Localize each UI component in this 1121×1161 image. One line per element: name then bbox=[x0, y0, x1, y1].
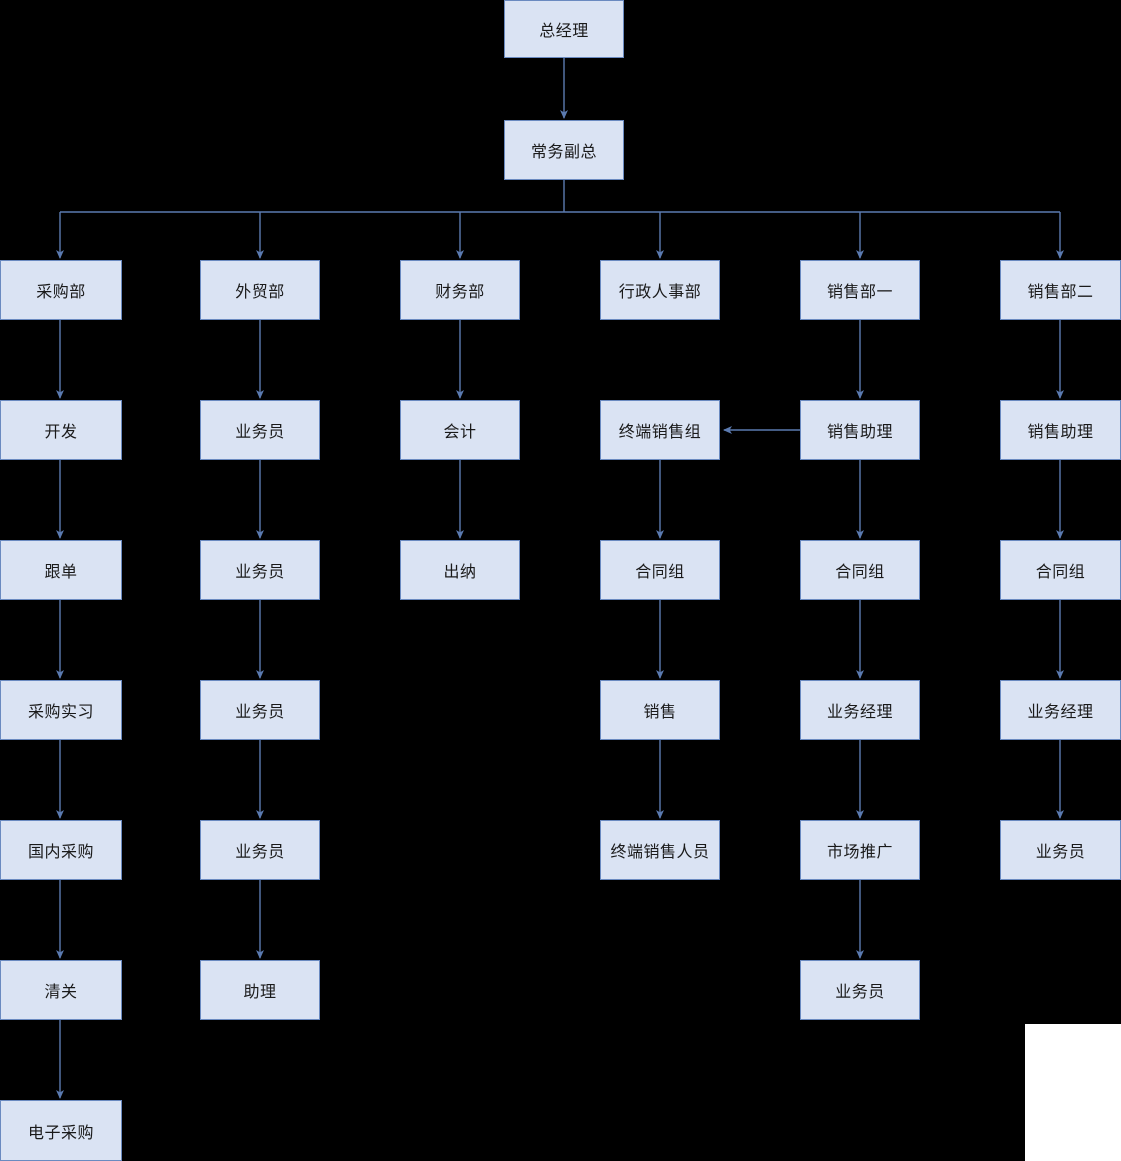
org-node-c5r1[interactable]: 销售部一 bbox=[800, 260, 920, 320]
org-node-label: 合同组 bbox=[835, 564, 885, 581]
org-node-c1r4[interactable]: 采购实习 bbox=[0, 680, 122, 740]
org-node-c2r4[interactable]: 业务员 bbox=[200, 680, 320, 740]
org-node-c1r2[interactable]: 开发 bbox=[0, 400, 122, 460]
org-node-c5r3[interactable]: 合同组 bbox=[800, 540, 920, 600]
org-node-c1r3[interactable]: 跟单 bbox=[0, 540, 122, 600]
org-node-label: 销售 bbox=[643, 704, 677, 721]
org-node-c2r2[interactable]: 业务员 bbox=[200, 400, 320, 460]
org-node-label: 国内采购 bbox=[27, 844, 94, 861]
org-node-label: 销售部二 bbox=[1027, 284, 1094, 301]
org-node-c6r3[interactable]: 合同组 bbox=[1000, 540, 1121, 600]
org-node-c1r5[interactable]: 国内采购 bbox=[0, 820, 122, 880]
org-node-label: 外贸部 bbox=[235, 284, 285, 301]
org-node-n0[interactable]: 总经理 bbox=[504, 0, 624, 58]
org-node-label: 业务员 bbox=[235, 564, 285, 581]
org-node-label: 采购实习 bbox=[27, 704, 94, 721]
org-node-label: 业务员 bbox=[235, 424, 285, 441]
org-node-label: 销售助理 bbox=[1027, 424, 1094, 441]
blank-canvas-area bbox=[1025, 1024, 1121, 1161]
org-node-c4r4[interactable]: 销售 bbox=[600, 680, 720, 740]
org-node-c6r4[interactable]: 业务经理 bbox=[1000, 680, 1121, 740]
org-node-label: 销售助理 bbox=[826, 424, 893, 441]
org-node-c2r3[interactable]: 业务员 bbox=[200, 540, 320, 600]
org-node-label: 出纳 bbox=[443, 564, 477, 581]
org-node-c6r5[interactable]: 业务员 bbox=[1000, 820, 1121, 880]
org-node-label: 合同组 bbox=[1035, 564, 1086, 581]
org-node-c4r5[interactable]: 终端销售人员 bbox=[600, 820, 720, 880]
org-node-label: 电子采购 bbox=[27, 1124, 94, 1142]
org-node-label: 市场推广 bbox=[826, 844, 893, 861]
org-node-c5r6[interactable]: 业务员 bbox=[800, 960, 920, 1020]
org-node-c3r2[interactable]: 会计 bbox=[400, 400, 520, 460]
org-node-c3r3[interactable]: 出纳 bbox=[400, 540, 520, 600]
org-node-label: 业务员 bbox=[1035, 844, 1086, 861]
org-node-label: 业务员 bbox=[235, 704, 285, 721]
org-node-label: 采购部 bbox=[36, 284, 86, 301]
org-node-label: 行政人事部 bbox=[618, 284, 702, 301]
org-node-label: 合同组 bbox=[635, 564, 685, 581]
org-node-c4r2[interactable]: 终端销售组 bbox=[600, 400, 720, 460]
org-node-c3r1[interactable]: 财务部 bbox=[400, 260, 520, 320]
org-node-c5r5[interactable]: 市场推广 bbox=[800, 820, 920, 880]
org-node-label: 会计 bbox=[443, 424, 477, 441]
org-node-label: 终端销售组 bbox=[618, 424, 702, 441]
org-node-c6r2[interactable]: 销售助理 bbox=[1000, 400, 1121, 460]
org-node-c2r6[interactable]: 助理 bbox=[200, 960, 320, 1020]
org-node-c2r5[interactable]: 业务员 bbox=[200, 820, 320, 880]
org-node-c5r4[interactable]: 业务经理 bbox=[800, 680, 920, 740]
org-node-label: 开发 bbox=[44, 424, 78, 441]
org-node-label: 业务经理 bbox=[826, 704, 893, 721]
org-node-c1r1[interactable]: 采购部 bbox=[0, 260, 122, 320]
org-node-c4r1[interactable]: 行政人事部 bbox=[600, 260, 720, 320]
org-node-c5r2[interactable]: 销售助理 bbox=[800, 400, 920, 460]
org-node-label: 业务经理 bbox=[1027, 704, 1094, 721]
org-node-n1[interactable]: 常务副总 bbox=[504, 120, 624, 180]
org-node-c4r3[interactable]: 合同组 bbox=[600, 540, 720, 600]
org-node-label: 助理 bbox=[243, 984, 277, 1001]
org-node-label: 业务员 bbox=[235, 844, 285, 861]
org-node-c1r7[interactable]: 电子采购 bbox=[0, 1100, 122, 1161]
org-node-label: 终端销售人员 bbox=[610, 844, 710, 861]
org-node-label: 总经理 bbox=[539, 23, 589, 40]
org-node-c2r1[interactable]: 外贸部 bbox=[200, 260, 320, 320]
org-node-c1r6[interactable]: 清关 bbox=[0, 960, 122, 1020]
org-node-label: 销售部一 bbox=[826, 284, 893, 301]
org-node-label: 清关 bbox=[44, 984, 78, 1001]
org-node-label: 常务副总 bbox=[530, 144, 597, 161]
org-node-label: 跟单 bbox=[44, 564, 78, 581]
org-node-label: 业务员 bbox=[835, 984, 885, 1001]
org-node-label: 财务部 bbox=[435, 284, 485, 301]
org-node-c6r1[interactable]: 销售部二 bbox=[1000, 260, 1121, 320]
